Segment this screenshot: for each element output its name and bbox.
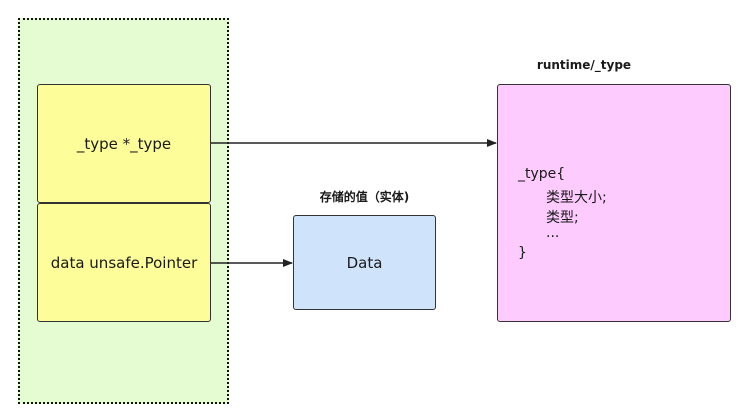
data-pointer-field-label: data unsafe.Pointer <box>50 253 198 272</box>
type-pointer-field: _type *_type <box>37 84 211 203</box>
type-struct-box: _type{ 类型大小; 类型; ... } <box>497 84 731 322</box>
type-box-caption: runtime/_type <box>536 58 632 72</box>
type-struct-kind: 类型; <box>546 210 579 226</box>
type-pointer-field-label: _type *_type <box>76 134 172 153</box>
type-struct-size: 类型大小; <box>546 190 607 206</box>
data-box: Data <box>293 215 436 310</box>
type-struct-close: } <box>518 245 527 261</box>
data-pointer-field: data unsafe.Pointer <box>37 203 211 322</box>
data-box-label: Data <box>346 253 383 272</box>
data-box-caption: 存储的值（实体) <box>319 190 410 204</box>
type-struct-ellipsis: ... <box>546 225 560 241</box>
type-struct-open: _type{ <box>518 166 566 182</box>
